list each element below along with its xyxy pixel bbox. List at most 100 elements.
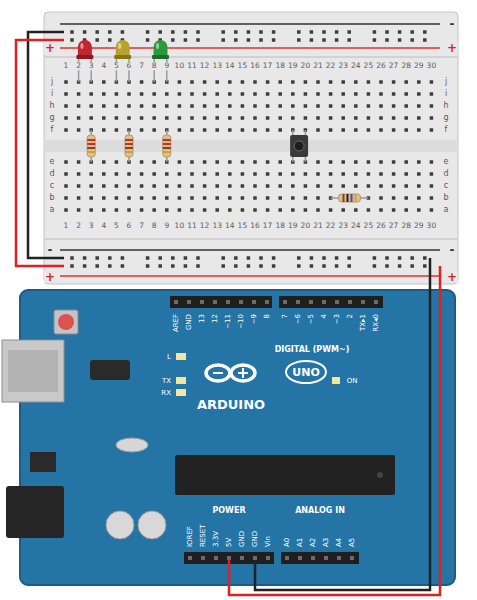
column-number: 14: [224, 62, 236, 70]
header-pin: [361, 300, 365, 304]
breadboard-hole: [304, 172, 308, 176]
column-number: 12: [199, 62, 211, 70]
pin-label: A2: [310, 537, 317, 548]
breadboard-hole: [83, 30, 87, 34]
breadboard-hole: [64, 172, 68, 176]
breadboard-hole: [430, 172, 434, 176]
rail-mark: -: [47, 244, 54, 256]
breadboard-hole: [304, 208, 308, 212]
resistor-band: [351, 194, 353, 202]
breadboard-hole: [165, 208, 169, 212]
pin-label: AREF: [173, 313, 180, 333]
breadboard-hole: [127, 208, 131, 212]
breadboard-hole: [304, 104, 308, 108]
breadboard-hole: [178, 172, 182, 176]
breadboard-hole: [392, 116, 396, 120]
resistor-band: [125, 151, 133, 153]
usb-connector-inner: [8, 350, 58, 392]
breadboard-hole: [140, 184, 144, 188]
breadboard-hole: [373, 38, 377, 42]
column-number: 30: [426, 62, 438, 70]
breadboard-hole: [203, 208, 207, 212]
breadboard-hole: [146, 38, 150, 42]
row-letter: f: [50, 126, 55, 134]
header-pin: [265, 300, 269, 304]
breadboard-hole: [291, 92, 295, 96]
center-channel: [44, 140, 458, 152]
breadboard-hole: [190, 80, 194, 84]
breadboard-hole: [178, 92, 182, 96]
breadboard-hole: [190, 208, 194, 212]
column-number: 27: [388, 222, 400, 230]
breadboard-hole: [404, 128, 408, 132]
breadboard-hole: [127, 196, 131, 200]
column-number: 2: [75, 62, 82, 70]
breadboard-hole: [115, 208, 119, 212]
column-number: 28: [400, 62, 412, 70]
breadboard-hole: [121, 256, 125, 260]
breadboard-hole: [410, 38, 414, 42]
breadboard-hole: [253, 208, 257, 212]
breadboard-hole: [171, 38, 175, 42]
breadboard-hole: [108, 264, 112, 268]
breadboard-hole: [304, 92, 308, 96]
row-letter: a: [443, 206, 450, 214]
breadboard-hole: [228, 104, 232, 108]
rail-mark: +: [44, 42, 56, 54]
breadboard-hole: [77, 172, 81, 176]
breadboard-hole: [102, 172, 106, 176]
breadboard-hole: [341, 172, 345, 176]
breadboard-hole: [77, 128, 81, 132]
breadboard-hole: [291, 196, 295, 200]
breadboard-hole: [297, 38, 301, 42]
negative-rail-line: [60, 249, 440, 251]
breadboard-hole: [241, 184, 245, 188]
breadboard-hole: [329, 208, 333, 212]
breadboard-hole: [367, 172, 371, 176]
header-pin: [322, 300, 326, 304]
breadboard-hole: [127, 104, 131, 108]
breadboard-hole: [354, 184, 358, 188]
breadboard-hole: [430, 116, 434, 120]
breadboard-hole: [278, 196, 282, 200]
breadboard-hole: [291, 104, 295, 108]
breadboard-hole: [392, 128, 396, 132]
column-number: 29: [413, 222, 425, 230]
breadboard-hole: [354, 160, 358, 164]
column-number: 6: [126, 62, 133, 70]
resistor-band: [125, 147, 133, 149]
column-number: 16: [249, 62, 261, 70]
pin-label: ~6: [295, 313, 302, 325]
breadboard-hole: [253, 172, 257, 176]
breadboard-hole: [266, 92, 270, 96]
breadboard-hole: [316, 104, 320, 108]
pin-label: IOREF: [187, 525, 194, 548]
breadboard-hole: [253, 184, 257, 188]
breadboard-hole: [379, 80, 383, 84]
row-letter: d: [442, 170, 449, 178]
breadboard-hole: [64, 80, 68, 84]
breadboard-hole: [329, 184, 333, 188]
breadboard: [44, 12, 458, 284]
breadboard-hole: [77, 160, 81, 164]
breadboard-hole: [367, 208, 371, 212]
breadboard-hole: [121, 264, 125, 268]
breadboard-hole: [228, 184, 232, 188]
breadboard-hole: [140, 80, 144, 84]
breadboard-hole: [404, 172, 408, 176]
header-pin: [200, 300, 204, 304]
breadboard-hole: [70, 264, 74, 268]
breadboard-hole: [178, 80, 182, 84]
header-pin: [348, 300, 352, 304]
breadboard-hole: [152, 116, 156, 120]
column-number: 13: [211, 222, 223, 230]
breadboard-hole: [259, 256, 263, 260]
row-letter: c: [443, 182, 449, 190]
breadboard-hole: [228, 172, 232, 176]
breadboard-hole: [215, 116, 219, 120]
breadboard-hole: [203, 172, 207, 176]
breadboard-hole: [373, 264, 377, 268]
row-letter: g: [442, 114, 449, 122]
column-number: 2: [75, 222, 82, 230]
column-number: 15: [237, 62, 249, 70]
